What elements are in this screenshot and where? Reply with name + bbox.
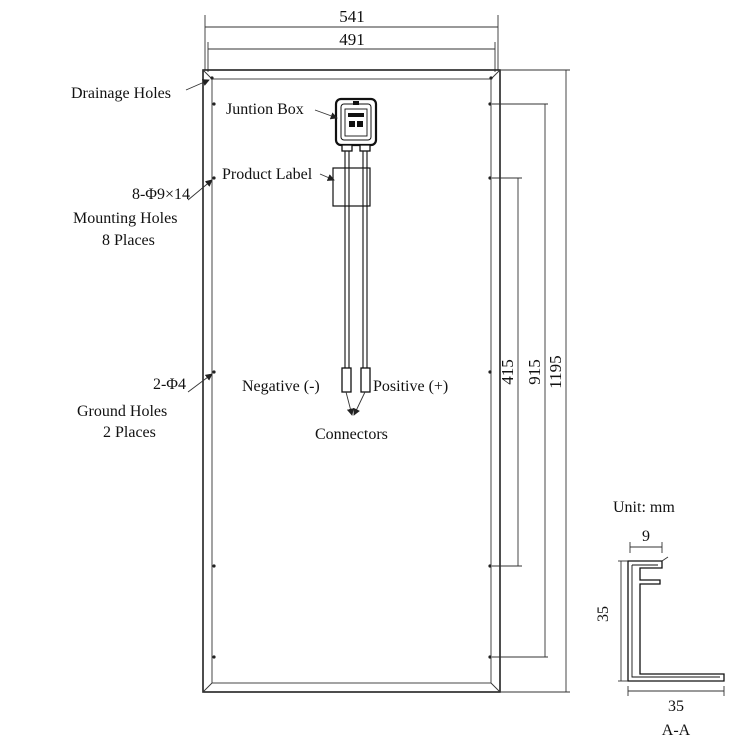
mounting-hole xyxy=(212,564,216,568)
junction-box xyxy=(334,97,378,152)
ground-count-label: 2 Places xyxy=(103,424,156,441)
ground-hole xyxy=(488,370,492,374)
positive-label: Positive (+) xyxy=(373,378,448,395)
negative-label: Negative (-) xyxy=(242,378,320,395)
mounting-hole xyxy=(212,176,216,180)
mounting-hole xyxy=(488,564,492,568)
drainage-holes-label: Drainage Holes xyxy=(71,85,171,102)
junction-box-label: Juntion Box xyxy=(226,101,304,118)
mounting-count-label: 8 Places xyxy=(102,232,155,249)
lip-dimension-label: 9 xyxy=(642,528,650,545)
unit-label: Unit: mm xyxy=(613,499,675,516)
drainage-hole xyxy=(210,76,214,80)
mounting-hole xyxy=(488,176,492,180)
ground-hole xyxy=(212,370,216,374)
connectors-label: Connectors xyxy=(315,426,388,443)
ground-span-label: 415 xyxy=(498,359,517,385)
mounting-spec-label: 8-Φ9×14 xyxy=(132,186,190,203)
product-label-text: Product Label xyxy=(222,166,313,183)
overall-width-label: 541 xyxy=(339,7,365,26)
height-dimensions: 415 915 1195 xyxy=(492,69,570,693)
ground-spec-label: 2-Φ4 xyxy=(153,376,186,393)
connectors xyxy=(341,367,371,416)
inner-width-label: 491 xyxy=(339,30,365,49)
frame-holes xyxy=(210,76,493,659)
ground-holes-label: Ground Holes xyxy=(77,403,167,420)
mounting-hole xyxy=(488,102,492,106)
product-label-box xyxy=(332,167,371,207)
drainage-hole xyxy=(489,76,493,80)
leader-lines xyxy=(185,79,338,393)
section-base-label: 35 xyxy=(668,698,684,715)
mounting-hole xyxy=(212,102,216,106)
section-height-label: 35 xyxy=(595,606,612,622)
mounting-hole xyxy=(212,655,216,659)
mounting-holes-label: Mounting Holes xyxy=(73,210,177,227)
width-dimensions: 541 491 xyxy=(204,7,499,72)
section-view: Unit: mm 9 35 35 A-A xyxy=(595,499,725,739)
frame-profile xyxy=(627,560,725,682)
section-name-label: A-A xyxy=(662,722,691,739)
overall-height-label: 1195 xyxy=(546,355,565,388)
mount-span-label: 915 xyxy=(525,359,544,385)
mounting-hole xyxy=(488,655,492,659)
